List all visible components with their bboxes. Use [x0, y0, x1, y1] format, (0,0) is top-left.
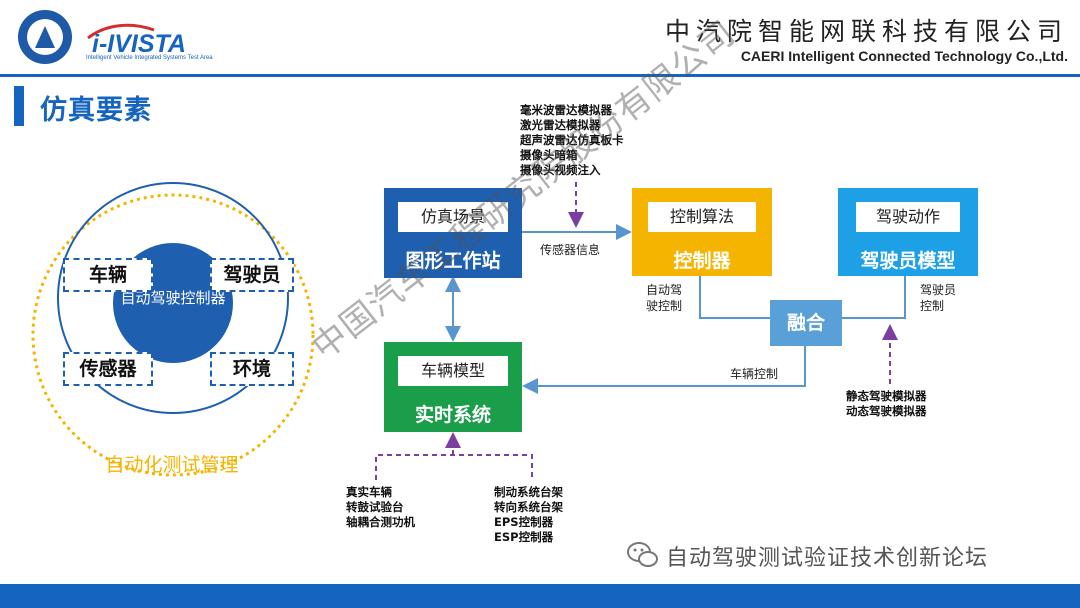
list-item: 毫米波雷达模拟器 [520, 103, 612, 117]
list-item: 静态驾驶模拟器 [846, 389, 927, 403]
center-controller-label: 自动驾驶控制器 [120, 289, 226, 307]
scene-node: 仿真场景 图形工作站 [384, 188, 522, 278]
list-item: 动态驾驶模拟器 [846, 404, 927, 418]
title-accent-bar [14, 86, 24, 126]
wechat-icon [627, 542, 658, 567]
vehicle-hw-list-right: 制动系统台架 转向系统台架 EPS控制器 ESP控制器 [494, 485, 563, 545]
list-item: 转向系统台架 [494, 500, 563, 514]
control-node: 控制算法 控制器 [632, 188, 772, 276]
company-name-en: CAERI Intelligent Connected Technology C… [740, 48, 1068, 64]
item-sensor: 传感器 [63, 352, 153, 386]
item-environment: 环境 [210, 352, 294, 386]
ivista-logo-tagline: Intelligent Vehicle Integrated Systems T… [86, 55, 213, 61]
list-item: 超声波雷达仿真板卡 [520, 133, 624, 147]
control-node-bottom: 控制器 [673, 250, 731, 272]
vehicle-node: 车辆模型 实时系统 [384, 342, 522, 432]
footer-brand: 自动驾驶测试验证技术创新论坛 [666, 546, 989, 571]
item-vehicle: 车辆 [63, 258, 153, 292]
driver-node: 驾驶动作 驾驶员模型 [838, 188, 978, 276]
driver-control-label: 驾驶员 控制 [920, 283, 957, 313]
driver-node-bottom: 驾驶员模型 [860, 250, 956, 272]
list-item: 摄像头视频注入 [520, 163, 601, 177]
control-node-top: 控制算法 [648, 202, 756, 232]
swoosh-icon [87, 23, 155, 40]
auto-drive-control-label: 自动驾 驶控制 [646, 283, 683, 313]
list-item: 制动系统台架 [494, 485, 563, 499]
company-name-cn: 中汽院智能网联科技有限公司 [664, 17, 1068, 46]
list-item: 真实车辆 [346, 485, 392, 499]
list-item: 激光雷达模拟器 [520, 118, 601, 132]
ivista-logo-text: i-IVISTA [92, 30, 186, 58]
vehicle-hw-list-left: 真实车辆 转鼓试验台 轴耦合测功机 [346, 485, 415, 530]
scene-node-top: 仿真场景 [398, 202, 508, 232]
vehicle-node-top: 车辆模型 [398, 356, 508, 386]
vehicle-node-bottom: 实时系统 [414, 404, 491, 426]
vehicle-control-label: 车辆控制 [730, 367, 779, 381]
car-emblem-icon [35, 26, 55, 48]
sensor-info-label: 传感器信息 [540, 243, 601, 257]
driver-sim-list: 静态驾驶模拟器 动态驾驶模拟器 [846, 389, 927, 419]
ring-label: 自动化测试管理 [105, 454, 239, 476]
page-title: 仿真要素 [40, 95, 152, 126]
list-item: EPS控制器 [494, 515, 554, 529]
fusion-node: 融合 [770, 300, 842, 346]
sensor-sim-list: 毫米波雷达模拟器 激光雷达模拟器 超声波雷达仿真板卡 摄像头暗箱 摄像头视频注入 [520, 103, 624, 178]
scene-node-bottom: 图形工作站 [405, 250, 501, 272]
list-item: 摄像头暗箱 [520, 148, 578, 162]
header-divider [0, 74, 1080, 77]
list-item: 转鼓试验台 [346, 500, 404, 514]
footer-bar [0, 584, 1080, 608]
item-driver: 驾驶员 [210, 258, 294, 292]
driver-node-top: 驾驶动作 [856, 202, 960, 232]
list-item: ESP控制器 [494, 530, 554, 544]
list-item: 轴耦合测功机 [346, 515, 415, 529]
